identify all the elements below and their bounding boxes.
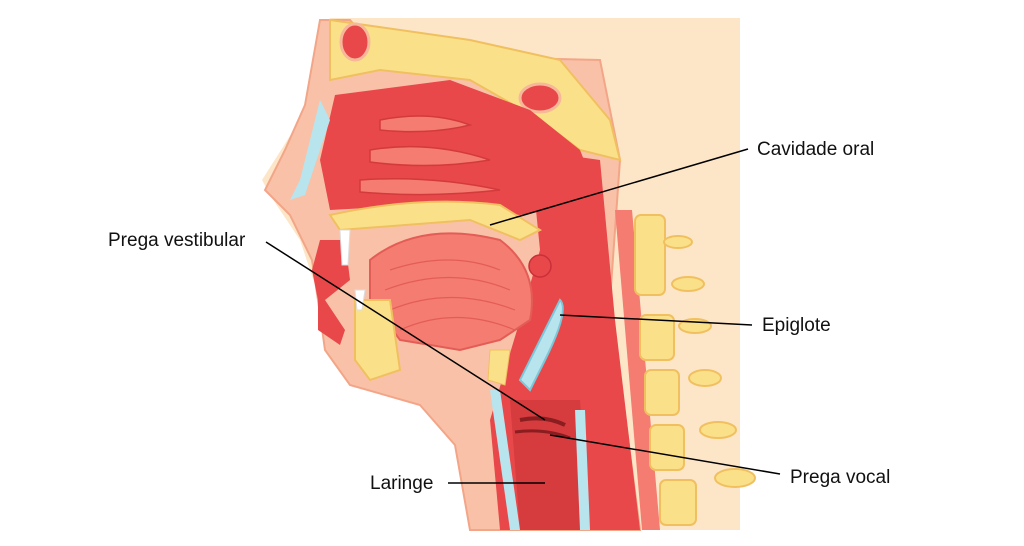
tongue-muscle-lines <box>384 259 516 331</box>
label-vocal-fold: Prega vocal <box>790 467 891 488</box>
nasal-conchae <box>359 115 501 196</box>
hyoid <box>487 349 511 386</box>
vertebrae <box>634 214 756 526</box>
sphenoid-sinus <box>518 82 562 114</box>
lips <box>312 240 350 345</box>
label-vestibular-fold: Prega vestibular <box>108 230 246 251</box>
hard-palate <box>328 200 543 242</box>
trachea-cartilage <box>490 390 590 530</box>
label-oral-cavity: Cavidade oral <box>757 139 875 160</box>
tonsil <box>528 254 552 278</box>
tongue <box>369 232 533 352</box>
leader-epiglottis <box>559 314 753 326</box>
epiglottis-shape <box>518 298 564 392</box>
leader-vocal-fold <box>549 434 781 475</box>
leader-lines <box>265 148 781 484</box>
spinal-cord <box>615 210 660 530</box>
vocal-fold-mark <box>514 429 571 440</box>
leader-vestibular-fold <box>265 241 546 421</box>
label-epiglottis: Epiglote <box>762 315 831 336</box>
larynx-shape <box>510 400 590 530</box>
label-larynx: Laringe <box>370 473 434 494</box>
nose-cartilage <box>290 100 330 200</box>
lower-tooth <box>354 289 366 311</box>
leader-oral-cavity <box>489 148 749 226</box>
upper-tooth <box>339 229 351 266</box>
frontal-sinus <box>339 22 371 62</box>
